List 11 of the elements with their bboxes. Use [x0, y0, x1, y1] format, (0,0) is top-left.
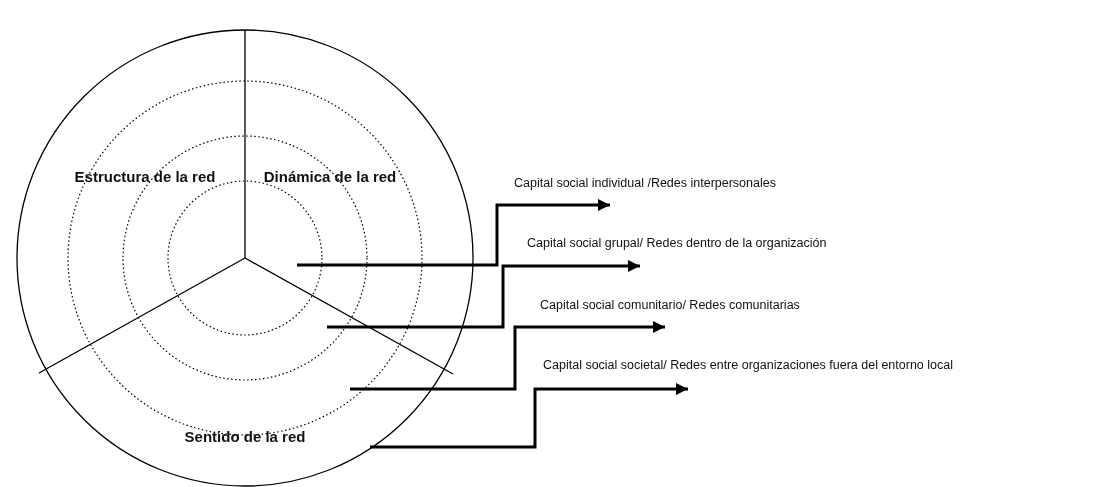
sector-label: Sentido de la red [183, 428, 307, 447]
arrow [370, 383, 688, 449]
arrow [297, 199, 610, 267]
arrow [350, 321, 665, 391]
caption-text: Capital social comunitario/ Redes comunitarias [540, 298, 800, 327]
caption-text: Capital social individual /Redes interpersonales [514, 176, 776, 205]
caption-text: Capital social grupal/ Redes dentro de la organización [527, 236, 827, 266]
sector-label: Estructura de la red [73, 168, 217, 187]
arrow [327, 260, 640, 329]
caption-text: Capital social societal/ Redes entre organizaciones fuera del entorno local [543, 358, 953, 389]
sector-label: Dinámica de la red [262, 168, 398, 187]
